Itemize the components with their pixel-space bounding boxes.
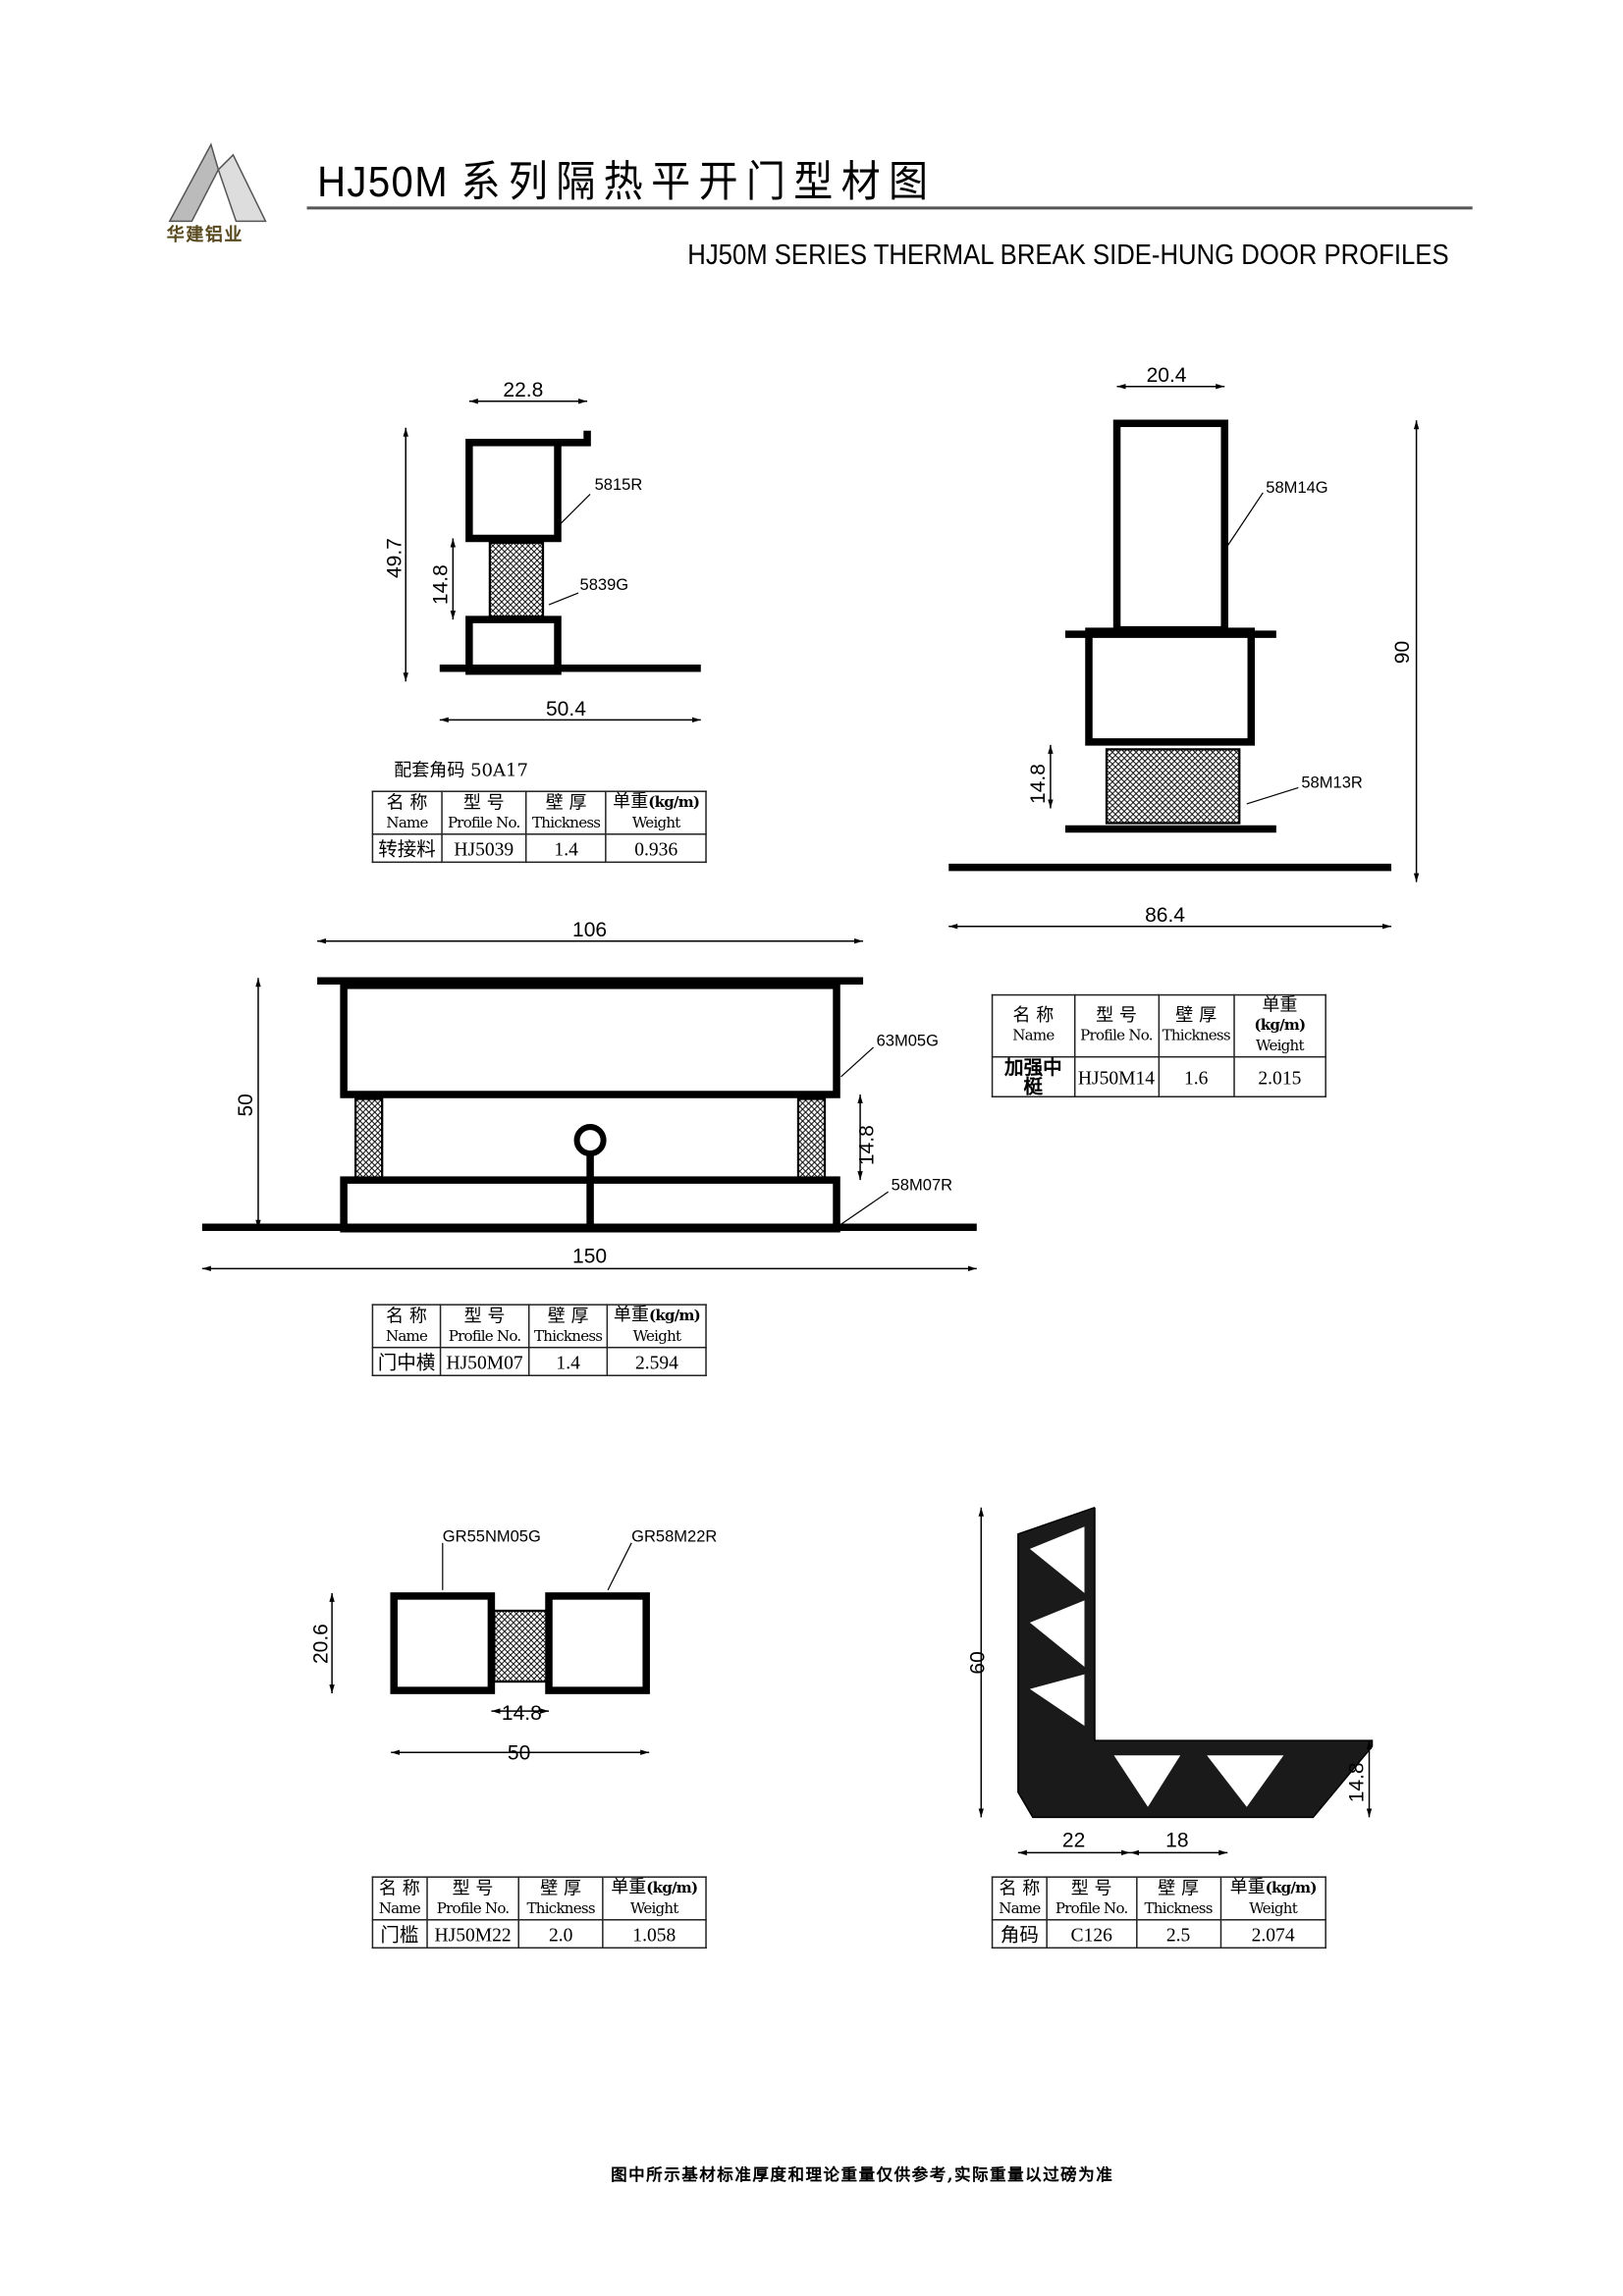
cell-weight: 1.058 xyxy=(601,1919,707,1949)
drawing-hj5039: 22.8 49.7 14.8 50.4 5815R 5839G xyxy=(384,379,701,723)
part-label: 5815R xyxy=(595,475,643,494)
cell-name: 转接料 xyxy=(371,833,443,864)
cell-name: 门槛 xyxy=(371,1919,428,1949)
dim-break: 14.8 xyxy=(1027,764,1050,804)
dim-break: 14.8 xyxy=(856,1125,879,1165)
part-label: GR55NM05G xyxy=(443,1526,541,1545)
dim-break: 14.8 xyxy=(502,1702,542,1725)
footer-note: 图中所示基材标准厚度和理论重量仅供参考,实际重量以过磅为准 xyxy=(611,2164,1114,2185)
cell-weight: 2.015 xyxy=(1232,1055,1326,1098)
part-label: 63M05G xyxy=(877,1031,939,1049)
cell-profile: HJ5039 xyxy=(440,833,527,864)
drawing-hj50m22: 20.6 14.8 50 GR55NM05G GR58M22R xyxy=(310,1526,718,1764)
dim-width-a: 22 xyxy=(1062,1829,1085,1851)
dim-height: 50 xyxy=(235,1094,257,1116)
part-label: 58M07R xyxy=(892,1176,952,1195)
dim-width-bottom: 50.4 xyxy=(546,698,586,721)
cell-thickness: 1.6 xyxy=(1158,1055,1235,1098)
dim-height: 20.6 xyxy=(310,1624,333,1664)
dim-width-b: 18 xyxy=(1165,1829,1188,1851)
dim-width-top: 106 xyxy=(572,919,607,941)
part-label: GR58M22R xyxy=(631,1526,717,1545)
logo-text: 华建铝业 xyxy=(166,224,243,245)
cell-thickness: 1.4 xyxy=(525,833,608,864)
header-weight: 单重(kg/m)Weight xyxy=(601,1876,707,1921)
cell-thickness: 1.4 xyxy=(527,1346,609,1377)
dim-width-top: 22.8 xyxy=(503,379,543,401)
drawing-hj50m14: 20.4 90 14.8 86.4 58M14G 58M13R xyxy=(948,364,1420,930)
cell-weight: 2.074 xyxy=(1219,1919,1326,1949)
cell-name: 角码 xyxy=(991,1919,1049,1949)
dim-break: 14.8 xyxy=(429,564,452,605)
cell-profile: HJ50M07 xyxy=(439,1346,530,1377)
dim-width-bottom: 150 xyxy=(572,1245,607,1267)
cell-weight: 0.936 xyxy=(605,833,707,864)
header-weight: 单重(kg/m)Weight xyxy=(1232,993,1326,1058)
page-subtitle: HJ50M SERIES THERMAL BREAK SIDE-HUNG DOO… xyxy=(687,240,1449,272)
part-label: 58M13R xyxy=(1301,773,1362,791)
cell-profile: HJ50M22 xyxy=(425,1919,520,1949)
page-title: HJ50M 系列隔热平开门型材图 xyxy=(317,156,937,207)
drawing-c126: 60 14.8 22 18 xyxy=(966,1507,1374,1856)
cell-profile: C126 xyxy=(1046,1919,1137,1949)
dim-flange: 14.8 xyxy=(1345,1762,1368,1802)
header-weight: 单重(kg/m)Weight xyxy=(607,1304,707,1349)
dim-height: 49.7 xyxy=(384,538,406,578)
header-weight: 单重(kg/m)Weight xyxy=(605,790,707,835)
cell-profile: HJ50M14 xyxy=(1073,1055,1160,1098)
dim-width-bottom: 50 xyxy=(508,1742,530,1765)
drawing-hj50m07: 106 50 14.8 150 63M05G 58M07R xyxy=(201,919,977,1272)
logo-icon xyxy=(168,142,267,223)
cell-thickness: 2.0 xyxy=(518,1919,604,1949)
part-label: 5839G xyxy=(580,575,629,594)
dim-height: 90 xyxy=(1391,641,1414,664)
header-weight: 单重(kg/m)Weight xyxy=(1219,1876,1326,1921)
cell-weight: 2.594 xyxy=(607,1346,707,1377)
cell-name: 门中横 xyxy=(371,1346,442,1377)
dim-height: 60 xyxy=(966,1651,989,1674)
dim-width-bottom: 86.4 xyxy=(1145,904,1185,927)
cell-thickness: 2.5 xyxy=(1135,1919,1221,1949)
dim-width-top: 20.4 xyxy=(1147,364,1187,387)
cell-name: 加强中梃 xyxy=(991,1055,1075,1098)
corner-key-note: 配套角码 50A17 xyxy=(394,759,529,780)
title-divider xyxy=(306,206,1473,210)
part-label: 58M14G xyxy=(1266,478,1327,497)
